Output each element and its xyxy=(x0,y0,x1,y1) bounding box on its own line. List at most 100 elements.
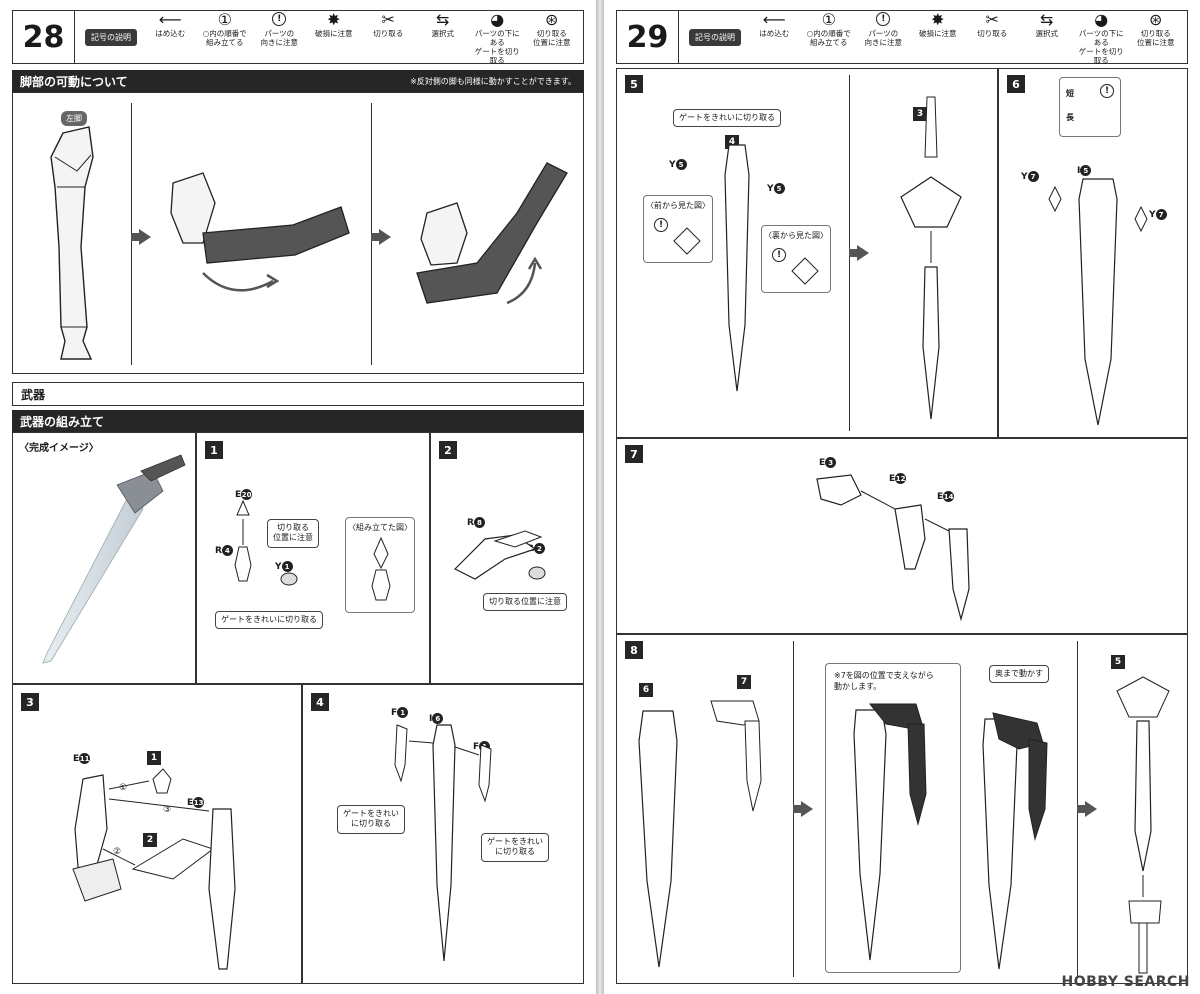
header-bar: 29 記号の説明 ⟵はめ込む ①○内の順番で 組み立てる !パーツの 向きに注意… xyxy=(616,9,1188,66)
step-8-number: 8 xyxy=(625,641,643,659)
select-icon: ⇆ xyxy=(436,9,450,29)
ref-step-3: 3 xyxy=(913,107,927,121)
assembled-view-box: 〈組み立てた図〉 xyxy=(345,517,415,613)
legend-item-insert: ⟵はめ込む xyxy=(155,9,186,39)
breakage-icon: ✸ xyxy=(931,9,945,29)
cut-icon: ✂ xyxy=(381,9,395,29)
arrow-left-icon: ⟵ xyxy=(762,9,786,29)
legend-title: 記号の説明 xyxy=(85,28,137,46)
ref-step-7: 7 xyxy=(737,675,751,689)
step-4-number: 4 xyxy=(311,693,329,711)
weapon-assembly-bar: 武器の組み立て xyxy=(12,410,584,432)
page-number: 28 xyxy=(13,11,75,63)
warning-icon: ! xyxy=(654,218,668,232)
step-8-pushed-diagram xyxy=(982,712,1048,970)
breakage-icon: ✸ xyxy=(327,9,341,29)
step-4-panel: 4 F1 I6 F1 ゲートをきれい に切り取る ゲートをきれい に切り取る xyxy=(302,684,584,984)
header-bar: 28 記号の説明 ⟵はめ込む ①○内の順番で 組み立てる !パーツの 向きに注意… xyxy=(12,9,584,66)
arrow-right-icon xyxy=(793,801,813,817)
callout-cut-position: 切り取る位置に注意 xyxy=(483,593,567,612)
order-3: ③ xyxy=(163,805,172,815)
long-label: 長 xyxy=(1066,113,1074,122)
cut-position-icon: ⊛ xyxy=(545,9,559,29)
support-note-box: ※7を図の位置で支えながら 動かします。 xyxy=(825,663,961,973)
completed-image-caption: 〈完成イメージ〉 xyxy=(19,443,99,454)
callout-clean-gate: ゲートをきれいに切り取る xyxy=(215,611,323,630)
symbol-legend: ⟵はめ込む ①○内の順番で 組み立てる !パーツの 向きに注意 ✸破損に注意 ✂… xyxy=(747,9,1183,66)
legend-item-breakage: ✸破損に注意 xyxy=(315,9,353,39)
part-e14-label: E14 xyxy=(937,491,955,502)
assembled-part-diagram xyxy=(371,536,391,601)
legend-item-select: ⇆選択式 xyxy=(1035,9,1059,39)
legend-item-orientation: !パーツの 向きに注意 xyxy=(253,9,305,65)
weapon-title: 武器 xyxy=(12,382,584,406)
callout-clean-gate: ゲートをきれいに切り取る xyxy=(673,109,781,128)
ref-step-2: 2 xyxy=(143,833,157,847)
callout-cut-position: 切り取る 位置に注意 xyxy=(267,519,319,548)
arrow-right-icon xyxy=(1077,801,1097,817)
page-29: 29 記号の説明 ⟵はめ込む ①○内の順番で 組み立てる !パーツの 向きに注意… xyxy=(604,0,1200,994)
legend-item-cut: ✂切り取る xyxy=(373,9,404,39)
part-e12-label: E12 xyxy=(889,473,907,484)
back-view-box: 〈裏から見た図〉 ! xyxy=(761,225,831,293)
callout-clean-gate-right: ゲートをきれい に切り取る xyxy=(481,833,549,862)
legend-item-insert: ⟵はめ込む xyxy=(759,9,790,39)
legend-item-under-gate: ◕パーツの下にある ゲートを切り取る xyxy=(474,9,520,66)
sword-photo xyxy=(42,454,186,664)
short-label: 短 xyxy=(1066,89,1074,98)
step-3-parts-diagram xyxy=(72,768,236,970)
leg-movement-panel: 左脚 xyxy=(12,92,584,374)
weapon-assembly-title: 武器の組み立て xyxy=(20,414,105,429)
left-leg-badge: 左脚 xyxy=(61,111,87,126)
front-view-box: 〈前から見た図〉 ! xyxy=(643,195,713,263)
back-view-part xyxy=(791,257,819,285)
ref-step-6: 6 xyxy=(639,683,653,697)
page-number: 29 xyxy=(617,11,679,63)
step-3-number: 3 xyxy=(21,693,39,711)
legend-title: 記号の説明 xyxy=(689,28,741,46)
leg-section-title: 脚部の可動について xyxy=(20,74,128,89)
leg-section-note: ※反対側の脚も同様に動かすことができます。 xyxy=(410,76,576,86)
legend-item-under-gate: ◕パーツの下にある ゲートを切り取る xyxy=(1078,9,1124,66)
warning-icon: ! xyxy=(876,9,891,29)
step-3-panel: 3 E11 E13 1 2 ① ② ③ xyxy=(12,684,302,984)
callout-push-in: 奥まで動かす xyxy=(989,665,1049,684)
step-7-number: 7 xyxy=(625,445,643,463)
step-5-assembled-diagram xyxy=(900,96,962,420)
part-e11-label: E11 xyxy=(73,753,91,764)
legend-item-cut-position: ⊛切り取る 位置に注意 xyxy=(533,9,571,48)
ref-step-1: 1 xyxy=(147,751,161,765)
arrow-left-icon: ⟵ xyxy=(158,9,182,29)
warning-icon: ! xyxy=(772,248,786,262)
arrow-right-icon xyxy=(849,245,869,261)
assembled-view-caption: 〈組み立てた図〉 xyxy=(348,523,412,532)
step-1-number: 1 xyxy=(205,441,223,459)
front-view-caption: 〈前から見た図〉 xyxy=(646,201,710,210)
circled-one-icon: ① xyxy=(821,9,836,29)
select-icon: ⇆ xyxy=(1040,9,1054,29)
page-28: 28 記号の説明 ⟵はめ込む ①○内の順番で 組み立てる !パーツの 向きに注意… xyxy=(0,0,596,994)
step-1-parts-diagram xyxy=(234,499,298,586)
warning-icon: ! xyxy=(1100,84,1114,98)
step-5-blade-diagram xyxy=(724,144,750,392)
legend-item-order: ①○内の順番で 組み立てる xyxy=(806,9,851,48)
arrow-right-icon xyxy=(131,229,151,245)
leg-section-bar: 脚部の可動について ※反対側の脚も同様に動かすことができます。 xyxy=(12,70,584,92)
legend-item-cut: ✂切り取る xyxy=(977,9,1008,39)
part-e13-label: E13 xyxy=(187,797,205,808)
page-gutter xyxy=(596,0,604,994)
legend-item-order: ①○内の順番で 組み立てる xyxy=(202,9,247,48)
cut-position-icon: ⊛ xyxy=(1149,9,1163,29)
